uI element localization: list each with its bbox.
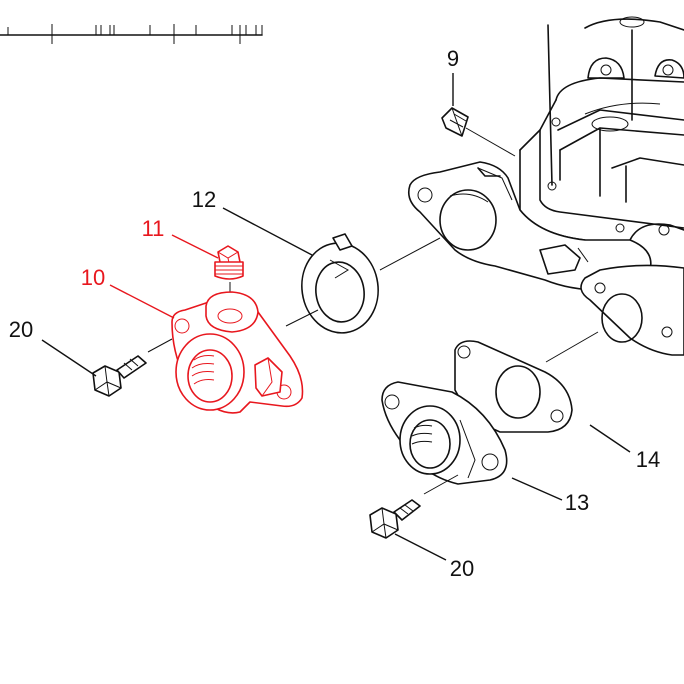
part-10-inlet-adaptor-highlighted: [171, 291, 304, 414]
part-13-adaptor: [381, 381, 508, 485]
mounting-plate: [580, 264, 684, 356]
callout-20-lower[interactable]: 20: [450, 556, 474, 581]
callout-20-upper[interactable]: 20: [9, 317, 33, 342]
leader-lines: [41, 73, 631, 561]
callout-9[interactable]: 9: [447, 46, 459, 71]
part-12-lock-washer: [285, 233, 441, 334]
part-11-plug-highlighted: [214, 245, 244, 310]
part-9-plug-screw: [441, 107, 516, 157]
callout-13[interactable]: 13: [565, 490, 589, 515]
callout-labels: 9 12 11 10 20 14 13 20: [9, 46, 660, 581]
part-20-bolt-lower: [369, 474, 459, 539]
intake-port-flange: [407, 161, 652, 291]
part-20-bolt-upper: [92, 338, 173, 397]
callout-10[interactable]: 10: [81, 265, 105, 290]
scale-ruler: [0, 24, 263, 44]
callout-11[interactable]: 11: [142, 216, 165, 241]
callout-14[interactable]: 14: [636, 447, 660, 472]
callout-12[interactable]: 12: [192, 187, 216, 212]
carburetor-body: [519, 16, 684, 306]
